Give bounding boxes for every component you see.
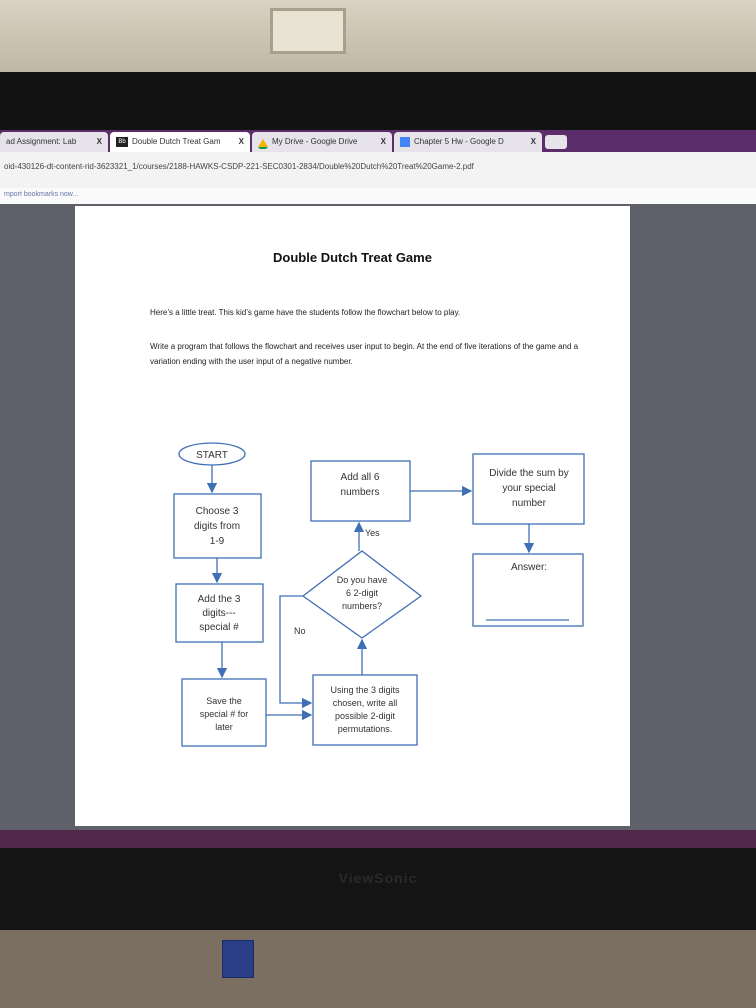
using-line-4: permutations. <box>338 724 393 734</box>
url-text[interactable]: oid-430126-dt-content-rid-3623321_1/cour… <box>4 162 474 171</box>
tab-assignment[interactable]: ad Assignment: Lab X <box>0 132 108 152</box>
monitor-brand-logo: ViewSonic <box>338 870 418 886</box>
processor-sticker <box>222 940 254 978</box>
decision-line-1: Do you have <box>337 575 388 585</box>
using-line-2: chosen, write all <box>333 698 398 708</box>
choose-line-1: Choose 3 <box>196 506 239 517</box>
tab-label: My Drive - Google Drive <box>272 137 358 146</box>
start-label: START <box>196 450 228 461</box>
decision-line-3: numbers? <box>342 601 382 611</box>
new-tab-button[interactable] <box>545 135 567 149</box>
ceiling <box>0 0 756 80</box>
monitor-bezel-top <box>0 72 756 132</box>
close-icon[interactable]: X <box>380 137 386 146</box>
save-special-box <box>181 678 267 747</box>
import-bookmarks-link[interactable]: mport bookmarks now... <box>4 191 79 198</box>
add3-line-2: digits--- <box>202 608 235 619</box>
taskbar-strip <box>0 830 756 850</box>
addall-line-1: Add all 6 <box>341 472 380 483</box>
pdf-viewer: Double Dutch Treat Game Here’s a little … <box>0 204 756 850</box>
pdf-page: Double Dutch Treat Game Here’s a little … <box>75 206 630 826</box>
tab-label: ad Assignment: Lab <box>6 137 77 146</box>
close-icon[interactable]: X <box>96 137 102 146</box>
addall-line-2: numbers <box>341 487 380 498</box>
tab-google-drive[interactable]: My Drive - Google Drive X <box>252 132 392 152</box>
decision-line-2: 6 2-digit <box>346 588 379 598</box>
close-icon[interactable]: X <box>530 137 536 146</box>
save-line-1: Save the <box>206 696 242 706</box>
arrow-no-loop <box>279 595 313 709</box>
tab-label: Chapter 5 Hw - Google D <box>414 137 504 146</box>
choose-digits-box <box>173 493 262 559</box>
intro-paragraph: Here’s a little treat. This kid’s game h… <box>150 308 461 317</box>
add-three-digits-box <box>175 583 264 643</box>
browser-tab-bar: ad Assignment: Lab X Bb Double Dutch Trea… <box>0 130 756 152</box>
close-icon[interactable]: X <box>238 137 244 146</box>
address-bar[interactable]: oid-430126-dt-content-rid-3623321_1/cour… <box>0 152 756 189</box>
google-docs-icon <box>400 136 410 147</box>
decision-diamond <box>301 550 423 639</box>
choose-line-3: 1-9 <box>210 536 225 547</box>
choose-line-2: digits from <box>194 521 240 532</box>
no-label: No <box>294 626 306 636</box>
desk <box>0 930 756 1008</box>
google-drive-icon <box>258 137 268 149</box>
divide-line-3: number <box>512 498 547 509</box>
divide-line-1: Divide the sum by <box>489 468 568 479</box>
using-line-3: possible 2-digit <box>335 711 396 721</box>
tab-chapter5[interactable]: Chapter 5 Hw - Google D X <box>394 132 542 152</box>
instructions-paragraph: Write a program that follows the flowcha… <box>150 342 579 366</box>
yes-label: Yes <box>365 528 380 538</box>
add3-line-3: special # <box>199 622 239 633</box>
using-digits-box <box>312 674 418 746</box>
divide-line-2: your special <box>502 483 555 494</box>
tab-double-dutch[interactable]: Bb Double Dutch Treat Gam X <box>110 132 250 152</box>
add3-line-1: Add the 3 <box>198 594 241 605</box>
answer-box <box>472 553 584 627</box>
blackboard-icon: Bb <box>116 136 128 147</box>
document-title: Double Dutch Treat Game <box>273 250 432 265</box>
save-line-2: special # for <box>200 709 249 719</box>
flowchart: START Choose 3 digits from 1-9 Add the 3… <box>173 442 585 747</box>
bookmarks-bar: mport bookmarks now... <box>0 188 756 205</box>
tab-label: Double Dutch Treat Gam <box>132 137 221 146</box>
save-line-3: later <box>215 722 233 732</box>
ceiling-light <box>270 8 346 54</box>
using-line-1: Using the 3 digits <box>330 685 400 695</box>
monitor-bezel-bottom: ViewSonic <box>0 848 756 933</box>
add-all-box <box>310 460 411 522</box>
answer-label: Answer: <box>511 562 547 573</box>
